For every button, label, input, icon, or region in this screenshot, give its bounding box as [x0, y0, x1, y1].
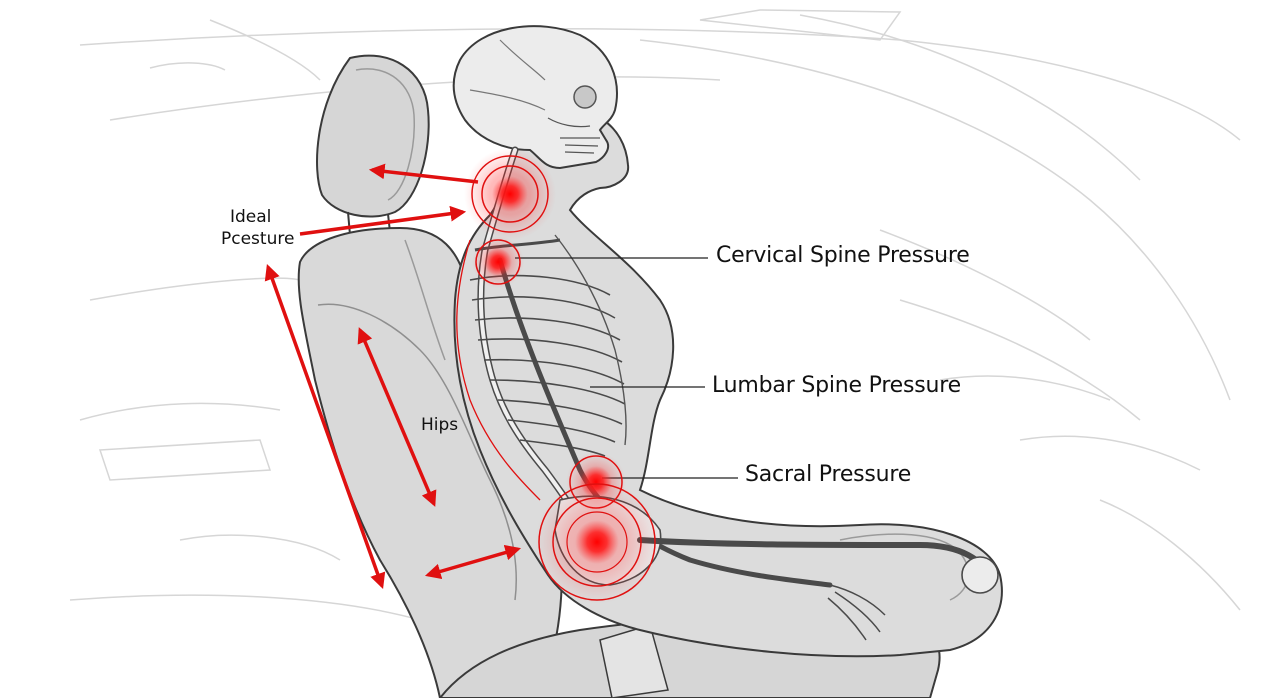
headrest [316, 54, 430, 236]
arrow-backrest-length [264, 264, 386, 589]
label-hips: Hips [421, 415, 459, 435]
label-sacral-pressure: Sacral Pressure [745, 462, 912, 487]
label-ideal-posture-line2: Pcesture [221, 229, 295, 249]
arrow-hips-range [357, 327, 437, 507]
label-cervical-spine-pressure: Cervical Spine Pressure [716, 243, 970, 268]
skull [452, 25, 618, 170]
arrow-ideal-posture [299, 205, 467, 236]
hotspot-upper-back [472, 236, 524, 288]
posture-arrows [264, 163, 541, 589]
pressure-hotspots [464, 148, 659, 604]
car-interior-outline [69, 9, 1241, 621]
label-lumbar-spine-pressure: Lumbar Spine Pressure [712, 373, 961, 398]
arrow-seat-depth [424, 544, 522, 580]
label-ideal-posture-2: Pcesture [221, 229, 294, 250]
hotspot-neck [464, 148, 556, 240]
arrow-neck-back [368, 163, 479, 184]
hotspot-hip [535, 480, 659, 604]
label-ideal-posture: Ideal [230, 207, 271, 228]
label-ideal-posture-line1: Ideal [230, 207, 272, 227]
